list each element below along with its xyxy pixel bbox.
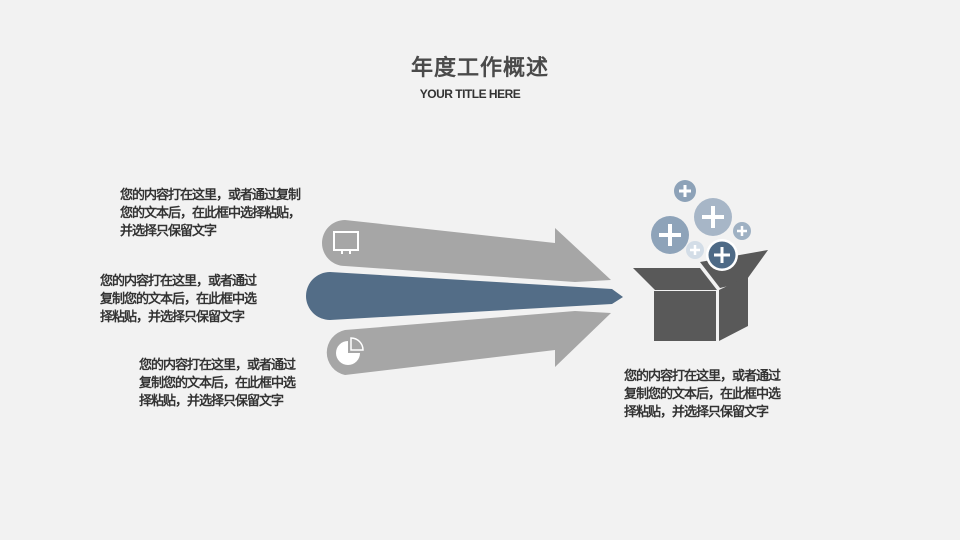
open-box-icon [633,250,768,341]
presentation-board-icon [333,231,359,254]
plus-bubbles [651,180,751,271]
text-block-middle-left: 您的内容打在这里，或者通过复制您的文本后，在此框中选择粘贴，并选择只保留文字 [100,274,257,325]
pie-chart-icon [336,337,364,365]
plus-icon [694,198,732,236]
top-arrow [322,220,611,282]
plus-icon [733,222,751,240]
plus-icon [686,241,704,259]
slide-subtitle: YOUR TITLE HERE [419,87,521,101]
plus-icon [651,216,689,254]
plus-icon [674,180,696,202]
middle-arrow [306,272,623,320]
text-block-bottom-left: 您的内容打在这里，或者通过复制您的文本后，在此框中选择粘贴，并选择只保留文字 [139,358,296,409]
plus-icon [706,239,738,271]
text-block-right: 您的内容打在这里，或者通过复制您的文本后，在此框中选择粘贴，并选择只保留文字 [624,369,781,420]
text-block-top-left: 您的内容打在这里，或者通过复制您的文本后，在此框中选择粘贴，并选择只保留文字 [120,188,301,239]
slide-title: 年度工作概述 [410,56,549,81]
bottom-arrow [326,311,611,375]
